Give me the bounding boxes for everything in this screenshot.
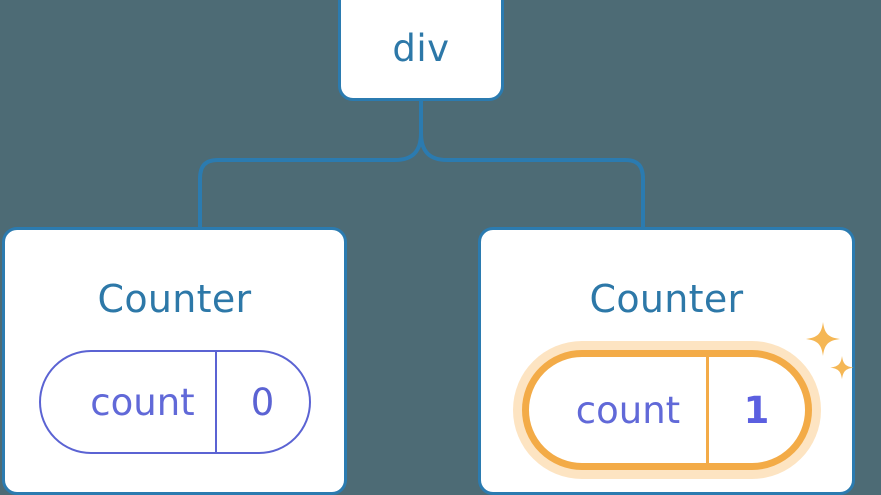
connector-root-to-children — [198, 99, 645, 230]
state-pill-left-value: 0 — [250, 380, 275, 424]
state-pill-right-value: 1 — [743, 388, 770, 432]
state-pill-right[interactable]: count 1 — [521, 350, 812, 470]
state-pill-right-key: count — [575, 388, 681, 432]
node-counter-left-title: Counter — [97, 277, 252, 321]
state-pill-right-value-cell: 1 — [709, 357, 805, 463]
node-counter-right[interactable]: Counter count 1 — [478, 227, 855, 495]
state-pill-left-value-cell: 0 — [217, 352, 309, 452]
state-pill-left[interactable]: count 0 — [38, 350, 311, 454]
state-pill-wrap-right: count 1 — [481, 350, 852, 470]
state-pill-wrap-left: count 0 — [5, 350, 344, 454]
node-div[interactable]: div — [338, 0, 504, 101]
state-pill-right-key-cell: count — [529, 357, 709, 463]
state-pill-left-key: count — [90, 380, 195, 424]
node-div-label: div — [392, 27, 450, 70]
node-counter-left[interactable]: Counter count 0 — [2, 227, 347, 495]
node-counter-right-title: Counter — [589, 277, 744, 321]
state-pill-left-key-cell: count — [41, 352, 217, 452]
